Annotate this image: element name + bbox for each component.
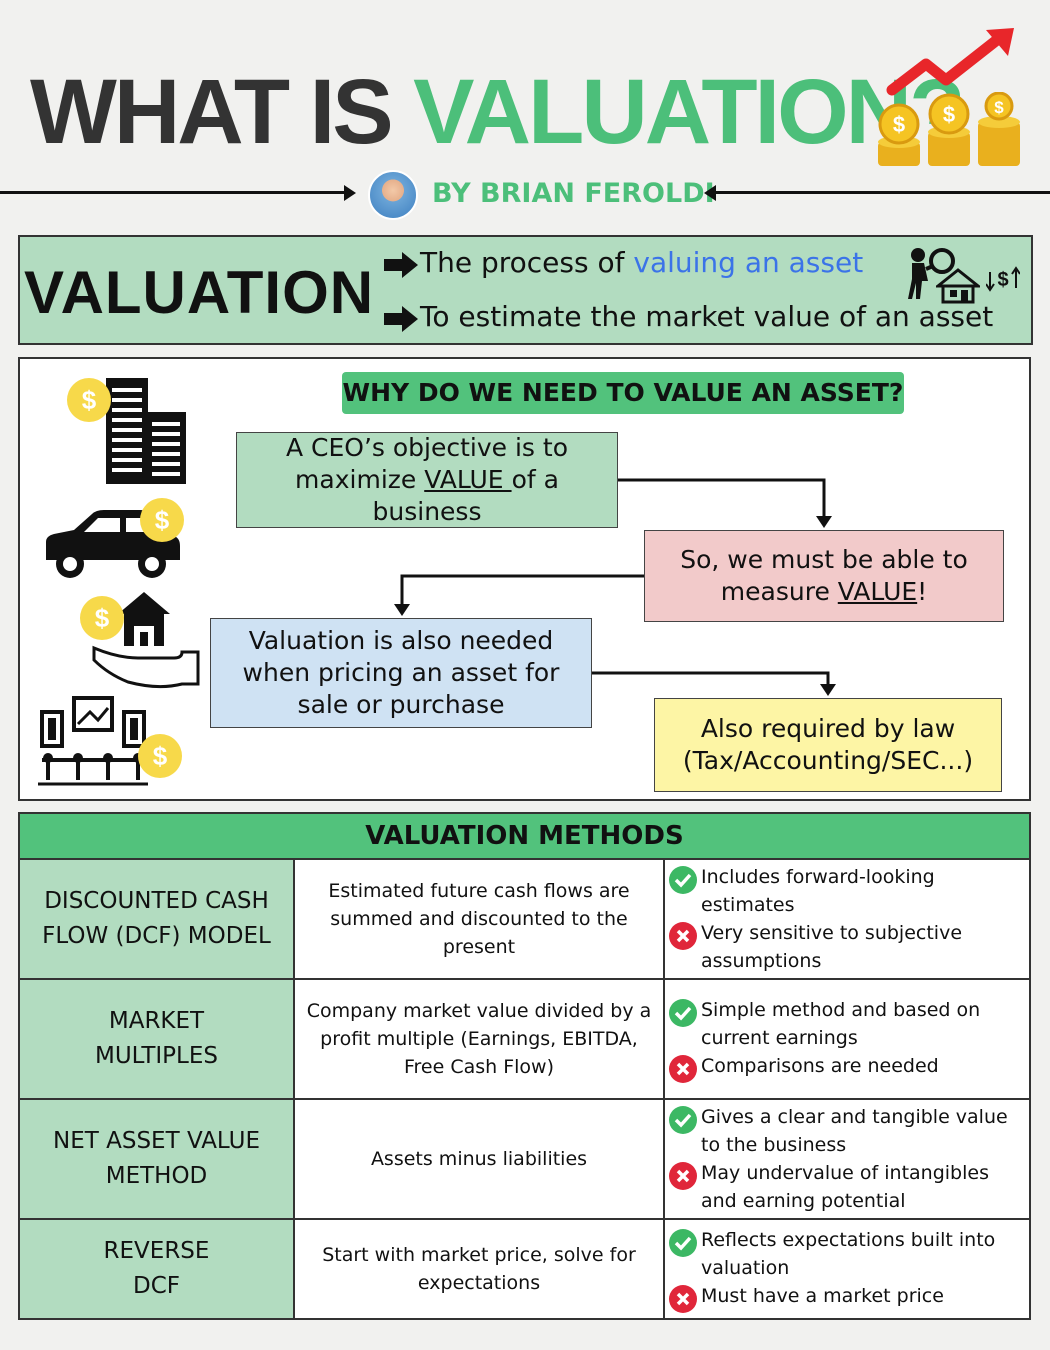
- arrow-right-icon: [384, 252, 418, 278]
- byline-left-arrowhead: [344, 185, 356, 201]
- buildings-icon: $: [67, 378, 186, 484]
- box2-text-end: !: [917, 577, 928, 606]
- box2-text: So, we must be able to measure: [680, 545, 968, 606]
- definition-term: VALUATION: [24, 259, 375, 326]
- house-icon: [936, 268, 980, 304]
- title-part1: WHAT IS: [30, 61, 414, 163]
- rising-arrow-icon: [886, 28, 1014, 96]
- magnifier-person-icon: [908, 248, 955, 299]
- method-name: REVERSE DCF: [20, 1220, 295, 1318]
- box1-underline: VALUE: [424, 465, 512, 494]
- table-row: MARKET MULTIPLES Company market value di…: [18, 980, 1031, 1100]
- table-row: NET ASSET VALUE METHOD Assets minus liab…: [18, 1100, 1031, 1220]
- definition-line-1-prefix: The process of: [420, 246, 634, 279]
- definition-highlight: valuing an asset: [633, 246, 864, 279]
- check-icon: [669, 1106, 697, 1134]
- method-description: Start with market price, solve for expec…: [295, 1220, 665, 1318]
- method-name: NET ASSET VALUE METHOD: [20, 1100, 295, 1218]
- svg-text:$: $: [153, 741, 168, 771]
- pricing-asset-box: Valuation is also needed when pricing an…: [210, 618, 592, 728]
- svg-text:$: $: [82, 385, 97, 415]
- required-by-law-box: Also required by law (Tax/Accounting/SEC…: [654, 698, 1002, 792]
- method-description: Company market value divided by a profit…: [295, 980, 665, 1098]
- definition-line-2: To estimate the market value of an asset: [420, 300, 994, 333]
- method-pros-cons: Reflects expectations built into valuati…: [665, 1220, 1029, 1318]
- flow-connectors: [394, 478, 836, 696]
- definition-box: [18, 235, 1033, 345]
- check-icon: [669, 1228, 697, 1257]
- method-con: Must have a market price: [701, 1284, 944, 1307]
- hand-house-icon: $: [80, 592, 200, 689]
- methods-heading: VALUATION METHODS: [18, 812, 1031, 860]
- method-con: May undervalue of intangibles and earnin…: [701, 1162, 989, 1212]
- svg-text:$: $: [994, 98, 1004, 117]
- arrow-right-icon: [384, 306, 418, 332]
- definition-line-1: The process of valuing an asset: [420, 246, 863, 279]
- byline-right-arrowhead: [704, 185, 716, 201]
- method-pro: Gives a clear and tangible value to the …: [701, 1106, 1008, 1156]
- method-pros-cons: Gives a clear and tangible value to the …: [665, 1100, 1029, 1218]
- svg-text:$: $: [997, 269, 1008, 291]
- dollar-coin-icon: [138, 734, 182, 778]
- method-pros-cons: Includes forward-looking estimates Very …: [665, 860, 1029, 978]
- method-con: Very sensitive to subjective assumptions: [701, 922, 963, 972]
- box2-underline: VALUE: [837, 577, 918, 606]
- check-icon: [669, 998, 697, 1027]
- method-pros-cons: Simple method and based on current earni…: [665, 980, 1029, 1098]
- table-row: REVERSE DCF Start with market price, sol…: [18, 1220, 1031, 1320]
- dollar-exchange-icon: $: [986, 266, 1020, 292]
- method-pro: Simple method and based on current earni…: [701, 998, 981, 1049]
- method-pro: Reflects expectations built into valuati…: [701, 1228, 996, 1279]
- page-title: WHAT IS VALUATION?: [30, 61, 965, 163]
- method-description: Estimated future cash flows are summed a…: [295, 860, 665, 978]
- byline-right-line: [716, 191, 1050, 194]
- car-icon: $: [46, 498, 184, 578]
- method-pro: Includes forward-looking estimates: [701, 866, 935, 916]
- method-description: Assets minus liabilities: [295, 1100, 665, 1218]
- cross-icon: [669, 922, 697, 950]
- table-row: DISCOUNTED CASH FLOW (DCF) MODEL Estimat…: [18, 860, 1031, 980]
- cross-icon: [669, 1162, 697, 1190]
- byline-left-line: [0, 191, 344, 194]
- check-icon: [669, 866, 697, 894]
- cross-icon: [669, 1284, 697, 1313]
- method-name: MARKET MULTIPLES: [20, 980, 295, 1098]
- box1-text-end: of a business: [372, 465, 559, 526]
- byline: BY BRIAN FEROLDI: [432, 178, 715, 209]
- svg-text:$: $: [155, 505, 170, 535]
- why-heading: WHY DO WE NEED TO VALUE AN ASSET?: [342, 372, 904, 414]
- coin-stack-icon: $ $ $: [878, 92, 1020, 166]
- svg-text:$: $: [943, 102, 955, 127]
- method-con: Comparisons are needed: [701, 1054, 939, 1077]
- measure-value-box: So, we must be able to measure VALUE!: [644, 530, 1004, 622]
- cross-icon: [669, 1054, 697, 1083]
- method-name: DISCOUNTED CASH FLOW (DCF) MODEL: [20, 860, 295, 978]
- svg-text:$: $: [95, 603, 110, 633]
- title-part2: VALUATION?: [413, 61, 965, 163]
- svg-text:$: $: [893, 112, 905, 137]
- ceo-objective-box: A CEO’s objective is to maximize VALUE o…: [236, 432, 618, 528]
- avatar: [368, 170, 418, 220]
- art-gallery-icon: $: [38, 696, 182, 786]
- box1-text: A CEO’s objective is to maximize: [285, 433, 569, 494]
